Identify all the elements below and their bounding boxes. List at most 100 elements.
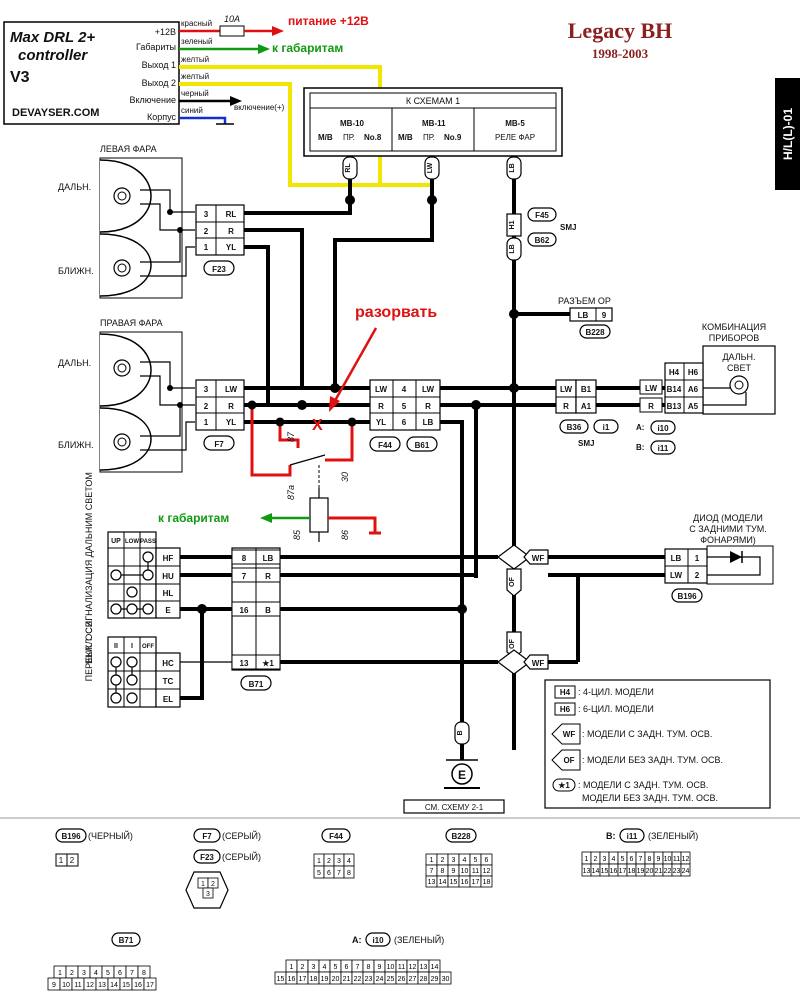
- cluster-lamp1: ДАЛЬН.: [722, 352, 755, 362]
- mid-right-r: R: [425, 402, 431, 411]
- f45-wire2: LB: [509, 244, 516, 253]
- b71-view-pin-label: 6: [118, 970, 122, 977]
- i11-view-pin-label: 18: [628, 868, 636, 875]
- i10-view-pin-label: 7: [356, 964, 360, 971]
- f23-view-pin3: 3: [206, 891, 210, 898]
- f23-view-pin1: 1: [201, 881, 205, 888]
- b228-view-pin-label: 1: [430, 857, 434, 864]
- f7-pin3: 3: [204, 385, 209, 394]
- b228-view-pin-label: 13: [428, 879, 436, 886]
- tag-lw: LW: [427, 162, 434, 173]
- f23-wire-rl: RL: [226, 210, 237, 219]
- wire-color-black: черный: [181, 89, 209, 98]
- tag-f44: F44: [378, 441, 392, 450]
- b71-view-pin-label: 3: [82, 970, 86, 977]
- f44-view-tag: F44: [329, 832, 343, 841]
- splice-wf-top: WF: [532, 554, 545, 563]
- b71-pin8: 8: [242, 554, 247, 563]
- legend-key-h6: H6: [560, 705, 571, 714]
- switch-hu: HU: [162, 572, 174, 581]
- ground-symbol: E: [458, 768, 466, 782]
- schema-col1-no: No.8: [364, 133, 382, 142]
- tag-lb: LB: [509, 163, 516, 172]
- i10-view-pin-label: 1: [290, 964, 294, 971]
- f44-view-pin-label: 3: [337, 858, 341, 865]
- pin-12v: +12В: [155, 27, 176, 37]
- f44-view-pin-label: 4: [347, 858, 351, 865]
- b36-tag: B36: [567, 423, 582, 432]
- b71-view-pin-label: 11: [74, 982, 81, 989]
- b228-view-pin-label: 9: [452, 868, 456, 875]
- b228-view-pin-label: 11: [472, 868, 479, 875]
- f23-view-label: (СЕРЫЙ): [222, 851, 261, 862]
- or-tag: B228: [585, 328, 605, 337]
- switch2-el: EL: [163, 695, 173, 704]
- i10-view-tag: i10: [372, 936, 384, 945]
- b71-view-pin-label: 7: [130, 970, 134, 977]
- cluster-h4: H4: [669, 368, 680, 377]
- schema-col1-l1: MB-10: [340, 119, 365, 128]
- cluster-h6: H6: [688, 368, 699, 377]
- connector-f45: H1 LB F45 SMJ B62: [506, 207, 576, 261]
- controller-title: Max DRL 2+: [10, 29, 95, 46]
- i11-view-pin-label: 5: [621, 856, 625, 863]
- relay-pin-87: 87: [286, 431, 296, 442]
- drl-controller: Max DRL 2+ controller V3 DEVAYSER.COM +1…: [3, 21, 180, 125]
- diode-title3: ФОНАРЯМИ): [700, 535, 756, 545]
- relay-modification: к габаритам разорвать Х 87 87a 30 85 86: [158, 304, 437, 542]
- switch-label2: ПЕРЕКЛ. ОСВ.: [84, 619, 94, 682]
- cluster-b14: B14: [667, 385, 682, 394]
- f7-pin2: 2: [204, 402, 209, 411]
- wire-color-blue: синий: [181, 106, 203, 115]
- i11-view-pin-label: 8: [648, 856, 652, 863]
- relay-pin-87a: 87a: [286, 485, 296, 500]
- relay-parking-label: к габаритам: [158, 511, 229, 525]
- side-tab-label: H/L(L)-01: [781, 108, 795, 160]
- f44-view-pin-label: 6: [327, 870, 331, 877]
- i10-view-pin-label: 23: [365, 976, 373, 983]
- schema-col3-l1: MB-5: [505, 119, 525, 128]
- f45-wire: H1: [509, 220, 516, 229]
- b71-view-pin-label: 16: [134, 982, 142, 989]
- pin-out2: Выход 2: [142, 78, 176, 88]
- b228-view-pin-label: 16: [461, 879, 469, 886]
- wire-color-yellow2: желтый: [181, 72, 209, 81]
- i11-view-pin-label: 10: [664, 856, 672, 863]
- cluster-wire-r: R: [648, 402, 654, 411]
- b71-view-pin-label: 2: [70, 970, 74, 977]
- connector-view-f7-f23: F7 (СЕРЫЙ) F23 (СЕРЫЙ) 1 2 3: [185, 828, 261, 909]
- switch2-ii: II: [114, 643, 118, 650]
- schema-col2-pr: ПР.: [423, 133, 435, 142]
- f45-tag: F45: [535, 211, 549, 220]
- cluster-wire-lw: LW: [645, 384, 657, 393]
- switch2-i: I: [131, 643, 133, 650]
- schema-col2-l1: MB-11: [422, 119, 446, 128]
- diode-wire-lw: LW: [670, 571, 682, 580]
- switch-low: LOW: [125, 539, 139, 545]
- b71-view-pin-label: 5: [106, 970, 110, 977]
- i11-view-pin-label: 9: [657, 856, 661, 863]
- i10-view-prefix: A:: [352, 935, 362, 945]
- ground-point: B E СМ. СХЕМУ 2-1: [403, 720, 505, 814]
- b228-view-pin-label: 2: [441, 857, 445, 864]
- switch-e: E: [165, 606, 171, 615]
- right-low-label: БЛИЖН.: [58, 440, 94, 450]
- cluster-a5: A5: [688, 402, 699, 411]
- f7-pin1: 1: [204, 418, 209, 427]
- b71-view-pin-label: 17: [146, 982, 154, 989]
- controller-version: V3: [10, 69, 30, 86]
- i10-view-pin-label: 22: [354, 976, 362, 983]
- i11-view-pin-label: 7: [639, 856, 643, 863]
- or-wire: LB: [578, 311, 589, 320]
- controller-site: DEVAYSER.COM: [12, 107, 99, 119]
- mid-num4: 4: [402, 385, 407, 394]
- i11-view-label: (ЗЕЛЕНЫЙ): [648, 830, 698, 841]
- i10-view-pin-label: 9: [378, 964, 382, 971]
- splices: WF OF OF WF: [497, 544, 665, 675]
- b71-view-cell: [143, 977, 157, 991]
- i10-view-pin-label: 21: [343, 976, 351, 983]
- i11-view-pin-label: 16: [610, 868, 618, 875]
- i10-view-pin-label: 30: [442, 976, 450, 983]
